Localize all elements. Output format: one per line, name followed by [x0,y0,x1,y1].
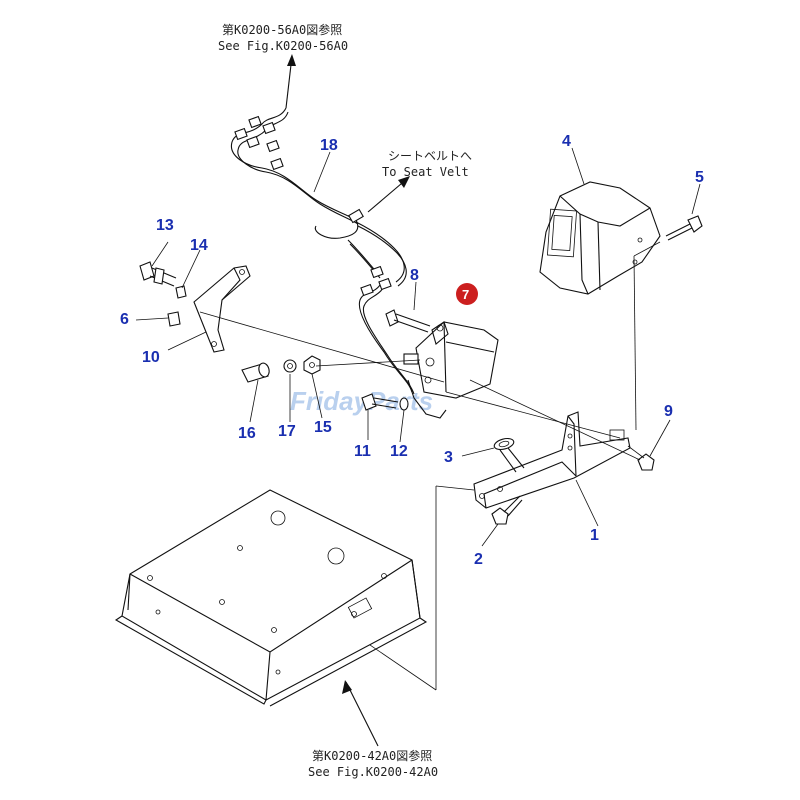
label-14: 14 [190,237,208,254]
floor-plate [114,489,428,707]
bottom-reference-arrow [342,680,379,747]
label-16: 16 [238,425,256,442]
part-5-bolt [633,215,703,431]
seat-reference-jp: シートベルトへ [388,149,472,163]
label-10: 10 [142,349,160,366]
part-3-grommet [493,437,525,473]
label-12: 12 [390,443,408,460]
part-4-cover [539,181,661,295]
part-10-bracket [193,265,251,353]
label-8: 8 [410,267,419,284]
seat-reference-arrow [367,176,410,213]
top-reference-arrow [285,54,296,109]
part-11-bolt [361,393,399,411]
watermark: FridayParts [290,386,433,416]
label-7: 7 [462,287,469,302]
label-6: 6 [120,311,129,328]
part-1-bracket [473,411,631,509]
part-14-clip [175,285,187,299]
part-labels: 4 5 18 8 9 1 2 3 13 14 6 10 16 17 15 11 … [120,133,704,568]
seat-reference-en: To Seat Velt [382,165,469,179]
bottom-reference-en: See Fig.K0200-42A0 [308,765,438,779]
label-5: 5 [695,169,704,186]
part-12-washer [399,397,409,411]
wire-harness [230,107,415,395]
top-reference-jp: 第K0200-56A0図参照 [222,22,342,37]
part-8-bolt [385,309,431,333]
label-15: 15 [314,419,332,436]
label-4: 4 [562,133,571,150]
top-reference-en: See Fig.K0200-56A0 [218,39,348,53]
part-7-switch [403,321,499,419]
label-17: 17 [278,423,296,440]
part-6-spacer [167,311,181,327]
part-15-nut [303,355,321,375]
label-3: 3 [444,449,453,466]
label-1: 1 [590,527,599,544]
label-18: 18 [320,137,338,154]
label-7-highlight: 7 [456,283,478,305]
part-17-washer [283,359,297,373]
assembly-lines [199,311,641,691]
part-13-bolt [139,261,177,287]
label-2: 2 [474,551,483,568]
bottom-reference-jp: 第K0200-42A0図参照 [312,748,432,763]
part-2-bolt [491,495,523,525]
label-13: 13 [156,217,174,234]
leader-lines [135,147,701,547]
part-16-sleeve [241,362,270,383]
label-9: 9 [664,403,673,420]
part-9-nut [627,445,655,471]
label-11: 11 [354,443,371,460]
